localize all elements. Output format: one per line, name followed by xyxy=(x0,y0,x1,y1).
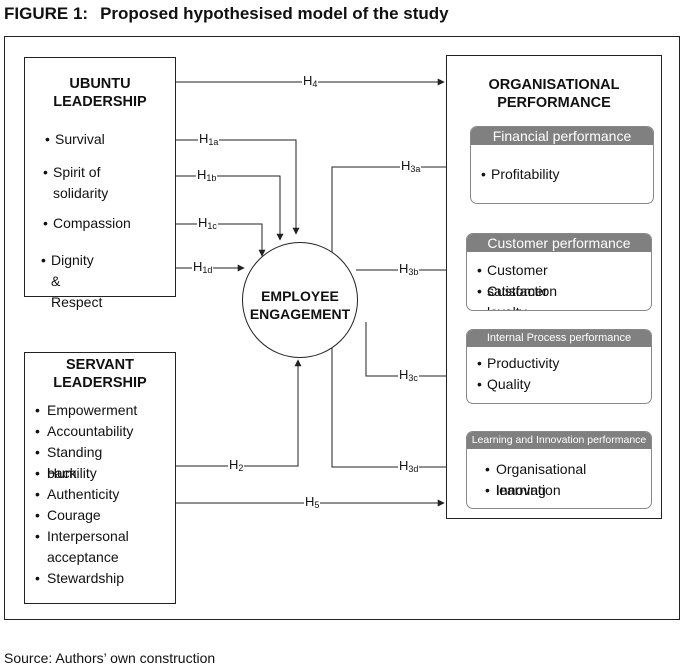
label-h1b-sub: 1b xyxy=(206,173,217,183)
list-item-text: Customer loyalty xyxy=(487,283,548,310)
bullet: • xyxy=(481,166,486,182)
list-item-text: Productivity xyxy=(487,355,560,371)
list-item-text: Standing back xyxy=(47,444,103,481)
financial-performance-box: Financial performance • Profitability xyxy=(470,126,654,204)
financial-performance-header: Financial performance xyxy=(471,127,653,145)
label-h3d-base: H xyxy=(399,458,409,473)
list-item-text: Empowerment xyxy=(47,402,138,418)
label-h1d: H1d xyxy=(192,259,214,275)
label-h2-sub: 2 xyxy=(238,463,244,473)
bullet: • xyxy=(35,528,40,544)
label-h3c-sub: 3c xyxy=(408,373,418,383)
list-item-text: Courage xyxy=(47,507,101,523)
learning-innovation-performance-header: Learning and Innovation performance xyxy=(467,432,651,449)
internal-process-performance-box: Internal Process performance • Productivi… xyxy=(466,329,652,404)
ubuntu-leadership-title: UBUNTU LEADERSHIP xyxy=(53,76,147,110)
customer-performance-header: Customer performance xyxy=(467,234,651,252)
arrow-h2 xyxy=(176,359,302,467)
label-h3b: H3b xyxy=(398,261,420,277)
figure-title: FIGURE 1: Proposed hypothesised model of … xyxy=(4,4,449,24)
ubuntu-leadership-box: UBUNTU LEADERSHIP • Survival • Spirit of s… xyxy=(24,57,176,310)
bullet: • xyxy=(35,486,40,502)
learning-innovation-performance-box: Learning and Innovation performance • Org… xyxy=(466,431,652,509)
figure-source: Source: Authors’ own construction xyxy=(4,650,216,666)
label-h1d-base: H xyxy=(193,259,203,274)
figure-frame xyxy=(4,36,680,620)
list-item-text: Accountability xyxy=(47,423,134,439)
label-h1c: H1c xyxy=(197,215,218,231)
label-h3d: H3d xyxy=(398,458,420,474)
label-h1a: H1a xyxy=(198,131,220,147)
bullet: • xyxy=(43,164,48,180)
organisational-performance-title: ORGANISATIONAL PERFORMANCE xyxy=(488,77,620,111)
bullet: • xyxy=(477,355,482,371)
employee-engagement-label: EMPLOYEE ENGAGEMENT xyxy=(249,288,351,322)
list-item-text: Profitability xyxy=(491,166,560,182)
label-h5: H5 xyxy=(304,494,321,510)
list-item-text: Survival xyxy=(55,131,105,147)
bullet: • xyxy=(35,507,40,523)
label-h3a-base: H xyxy=(401,158,411,173)
bullet: • xyxy=(45,131,50,147)
bullet: • xyxy=(35,402,40,418)
list-item-text: Organisational learning xyxy=(496,461,587,498)
bullet: • xyxy=(35,444,40,460)
label-h3c: H3c xyxy=(398,367,419,383)
arrow-h1a xyxy=(140,139,300,235)
label-h5-sub: 5 xyxy=(314,500,320,510)
arrow-h3c xyxy=(365,322,465,380)
bullet: • xyxy=(477,376,482,392)
label-h1c-sub: 1c xyxy=(207,221,217,231)
bullet: • xyxy=(485,482,490,498)
label-h3a: H3a xyxy=(400,158,422,174)
list-item-text: Quality xyxy=(487,376,531,392)
label-h1a-base: H xyxy=(199,131,209,146)
label-h3b-base: H xyxy=(399,261,409,276)
servant-leadership-box: SERVANT LEADERSHIP • Empowerment • Account… xyxy=(24,352,176,604)
bullet: • xyxy=(477,283,482,299)
list-item-text: Humility xyxy=(47,465,97,481)
servant-leadership-title: SERVANT LEADERSHIP xyxy=(53,357,147,391)
figure-number: FIGURE 1: xyxy=(4,4,89,23)
bullet: • xyxy=(35,423,40,439)
bullet: • xyxy=(35,570,40,586)
arrow-h1b xyxy=(134,175,284,241)
label-h1d-sub: 1d xyxy=(202,265,213,275)
label-h1b-base: H xyxy=(197,167,207,182)
bullet: • xyxy=(35,465,40,481)
customer-performance-box: Customer performance • Customer satisfact… xyxy=(466,233,652,311)
label-h2: H2 xyxy=(228,457,245,473)
bullet: • xyxy=(41,252,46,268)
label-h5-base: H xyxy=(305,494,315,509)
label-h1a-sub: 1a xyxy=(208,137,219,147)
internal-process-performance-header: Internal Process performance xyxy=(467,330,651,347)
label-h3b-sub: 3b xyxy=(408,267,419,277)
list-item-text: Authenticity xyxy=(47,486,120,502)
bullet: • xyxy=(485,461,490,477)
label-h3d-sub: 3d xyxy=(408,464,419,474)
label-h1b: H1b xyxy=(196,167,218,183)
label-h4: H4 xyxy=(302,73,319,89)
list-item-text: Spirit of solidarity xyxy=(53,164,109,201)
list-item-text: Dignity & Respect xyxy=(51,252,103,310)
arrow-h3d xyxy=(331,346,465,471)
label-h4-base: H xyxy=(303,73,313,88)
list-item-text: Compassion xyxy=(53,215,131,231)
list-item-text: Interpersonal acceptance xyxy=(47,528,129,565)
label-h4-sub: 4 xyxy=(312,79,318,89)
bullet: • xyxy=(477,262,482,278)
figure-title-text: Proposed hypothesised model of the study xyxy=(100,4,449,23)
list-item-text: Innovation xyxy=(496,482,561,498)
label-h3c-base: H xyxy=(399,367,409,382)
list-item-text: Customer satisfaction xyxy=(487,262,558,299)
employee-engagement-node: EMPLOYEE ENGAGEMENT xyxy=(242,242,358,358)
bullet: • xyxy=(43,215,48,231)
arrow-h1c xyxy=(138,223,266,257)
label-h1c-base: H xyxy=(198,215,208,230)
label-h3a-sub: 3a xyxy=(410,164,421,174)
label-h2-base: H xyxy=(229,457,239,472)
list-item-text: Stewardship xyxy=(47,570,125,586)
